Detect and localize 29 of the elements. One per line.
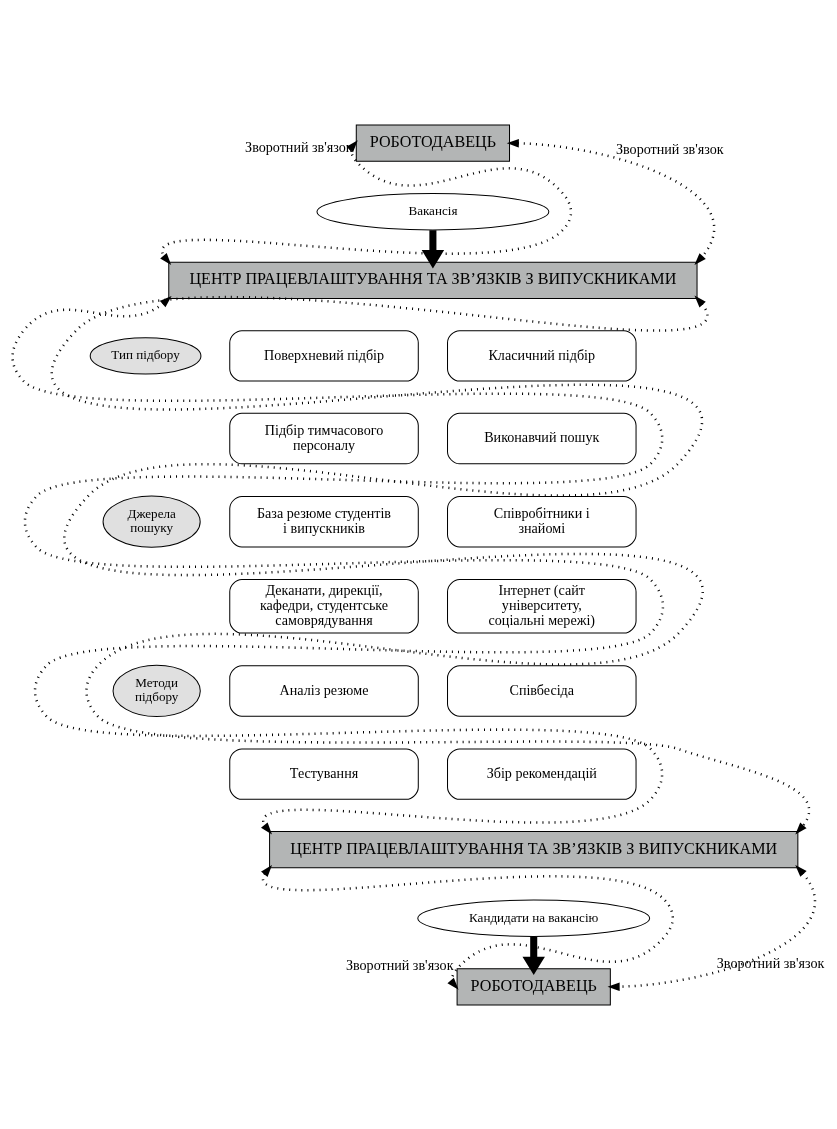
node-box: Поверхневий підбір <box>229 329 419 382</box>
node-box: Збір рекомендацій <box>447 747 637 800</box>
arrow <box>13 295 664 834</box>
node-box: База резюме студентів і випускників <box>229 495 419 547</box>
arrow <box>261 864 674 990</box>
node-box: Тестування <box>229 747 419 800</box>
node-box: Співбесіда <box>447 664 637 717</box>
node-box: Аналіз резюме <box>229 664 419 717</box>
arrow <box>607 864 816 991</box>
node-ellipse: Тип підбору <box>89 336 202 375</box>
edge-label: Зворотний зв'язок <box>345 956 454 973</box>
arrow <box>522 936 545 975</box>
node-box: Підбір тимчасового персоналу <box>229 412 419 464</box>
node-box: Виконавчий пошук <box>447 412 637 464</box>
node-ellipse: Вакансія <box>316 192 550 230</box>
arrow <box>506 138 716 265</box>
node-box: ЦЕНТР ПРАЦЕВЛАШТУВАННЯ ТА ЗВ’ЯЗКІВ З ВИПУСКНИКАМИ <box>168 261 698 299</box>
node-ellipse: Джерела пошуку <box>102 495 201 548</box>
arrow <box>421 229 445 268</box>
node-box: Співробітники і знайомі <box>447 495 637 547</box>
node-box: Інтернет (сайт університету, соціальні мережі) <box>447 578 637 634</box>
node-box: РОБОТОДАВЕЦЬ <box>355 124 511 162</box>
node-box: ЦЕНТР ПРАЦЕВЛАШТУВАННЯ ТА ЗВ’ЯЗКІВ З ВИПУСКНИКАМИ <box>269 830 799 868</box>
edge-label: Зворотний зв'язок <box>615 140 724 157</box>
node-ellipse: Кандидати на вакансію <box>417 899 651 937</box>
node-ellipse: Методи підбору <box>112 664 201 717</box>
node-box: РОБОТОДАВЕЦЬ <box>456 967 611 1005</box>
node-box: Деканати, дирекції, кафедри, студентське самоврядування <box>229 578 419 634</box>
node-box: Класичний підбір <box>447 329 637 382</box>
